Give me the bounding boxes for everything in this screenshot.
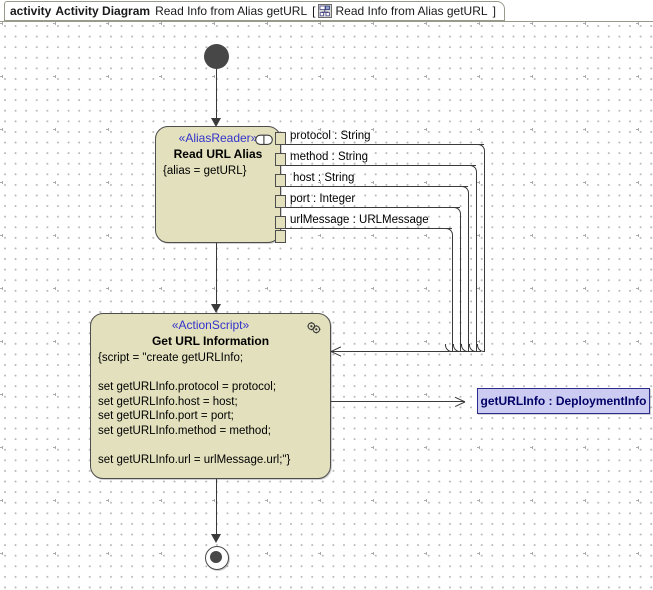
- activity-node-read-url-alias[interactable]: «AliasReader» Read URL Alias {alias = ge…: [155, 126, 281, 243]
- diagram-context-label: Read Info from Alias getURL: [335, 4, 488, 18]
- stereotype-label: «AliasReader»: [178, 131, 258, 145]
- edge-into-get-url-information: [331, 351, 481, 352]
- diagram-header-bar: activity Activity Diagram Read Info from…: [0, 0, 653, 22]
- output-pin-extra[interactable]: [275, 230, 286, 243]
- edge-protocol-corner: [477, 144, 485, 152]
- call-behavior-pill-icon: [255, 133, 273, 145]
- grid-overlay: [0, 22, 653, 590]
- node-body-text: {alias = getURL}: [163, 165, 247, 177]
- pin-label-protocol: protocol : String: [290, 130, 371, 142]
- output-pin-host[interactable]: [275, 174, 286, 187]
- activity-node-get-url-information[interactable]: «ActionScript» Get URL Information {scri…: [90, 313, 331, 479]
- pin-label-method: method : String: [290, 151, 368, 163]
- edge-port-h: [286, 207, 460, 208]
- object-node-geturlinfo[interactable]: getURLInfo : DeploymentInfo: [477, 388, 650, 414]
- node-body-text: {script = "create getURLInfo; set getURL…: [98, 352, 291, 467]
- pin-label-urlmessage: urlMessage : URLMessage: [290, 214, 429, 226]
- node-title-label: Get URL Information: [151, 334, 270, 348]
- pin-label-port: port : Integer: [290, 193, 356, 205]
- edge-method-corner: [469, 165, 477, 173]
- edge-protocol-corner2: [477, 344, 485, 352]
- arrowhead-into-final-node: [211, 534, 221, 543]
- initial-node[interactable]: [204, 44, 229, 69]
- output-pin-method[interactable]: [275, 153, 286, 166]
- edge-protocol-v: [484, 151, 485, 351]
- arrowhead-into-get-url-information: [211, 304, 221, 313]
- diagram-type-label: Activity Diagram: [55, 4, 151, 18]
- edge-port-v: [460, 214, 461, 351]
- output-pin-urlmessage[interactable]: [275, 216, 286, 229]
- edge-protocol-h: [286, 144, 484, 145]
- output-pin-protocol[interactable]: [275, 132, 286, 145]
- diagram-keyword: activity: [10, 4, 52, 18]
- stereotype-label: «ActionScript»: [171, 318, 250, 332]
- diagram-name-label: Read Info from Alias getURL: [155, 4, 308, 18]
- edge-host-h: [286, 186, 468, 187]
- output-pin-port[interactable]: [275, 195, 286, 208]
- bracket-open: [: [312, 4, 316, 18]
- activity-diagram-icon: [318, 4, 333, 18]
- edge-method-v: [476, 172, 477, 351]
- object-node-label: getURLInfo : DeploymentInfo: [480, 394, 647, 408]
- bracket-close: ]: [492, 4, 496, 18]
- edge-host-corner: [461, 186, 469, 194]
- edge-method-h: [286, 165, 476, 166]
- edge-host-v: [468, 193, 469, 351]
- arrowhead-into-read-url-alias: [211, 118, 221, 127]
- edge-get-url-information-to-object: [331, 401, 465, 402]
- edge-urlmessage-corner: [445, 228, 453, 236]
- edge-urlmessage-v: [452, 235, 453, 351]
- edge-port-corner: [453, 207, 461, 215]
- pin-label-host: host : String: [293, 172, 355, 184]
- diagram-tab[interactable]: activity Activity Diagram Read Info from…: [4, 1, 505, 21]
- edge-urlmessage-h: [286, 228, 452, 229]
- edge-get-url-information-to-final: [216, 479, 217, 539]
- node-title-label: Read URL Alias: [173, 147, 263, 161]
- edge-read-url-alias-to-get-url-information: [216, 243, 217, 308]
- gears-icon: [306, 321, 322, 335]
- activity-final-node[interactable]: [205, 546, 229, 570]
- edge-initial-to-read-url-alias: [216, 69, 217, 122]
- diagram-canvas[interactable]: «AliasReader» Read URL Alias {alias = ge…: [0, 21, 653, 590]
